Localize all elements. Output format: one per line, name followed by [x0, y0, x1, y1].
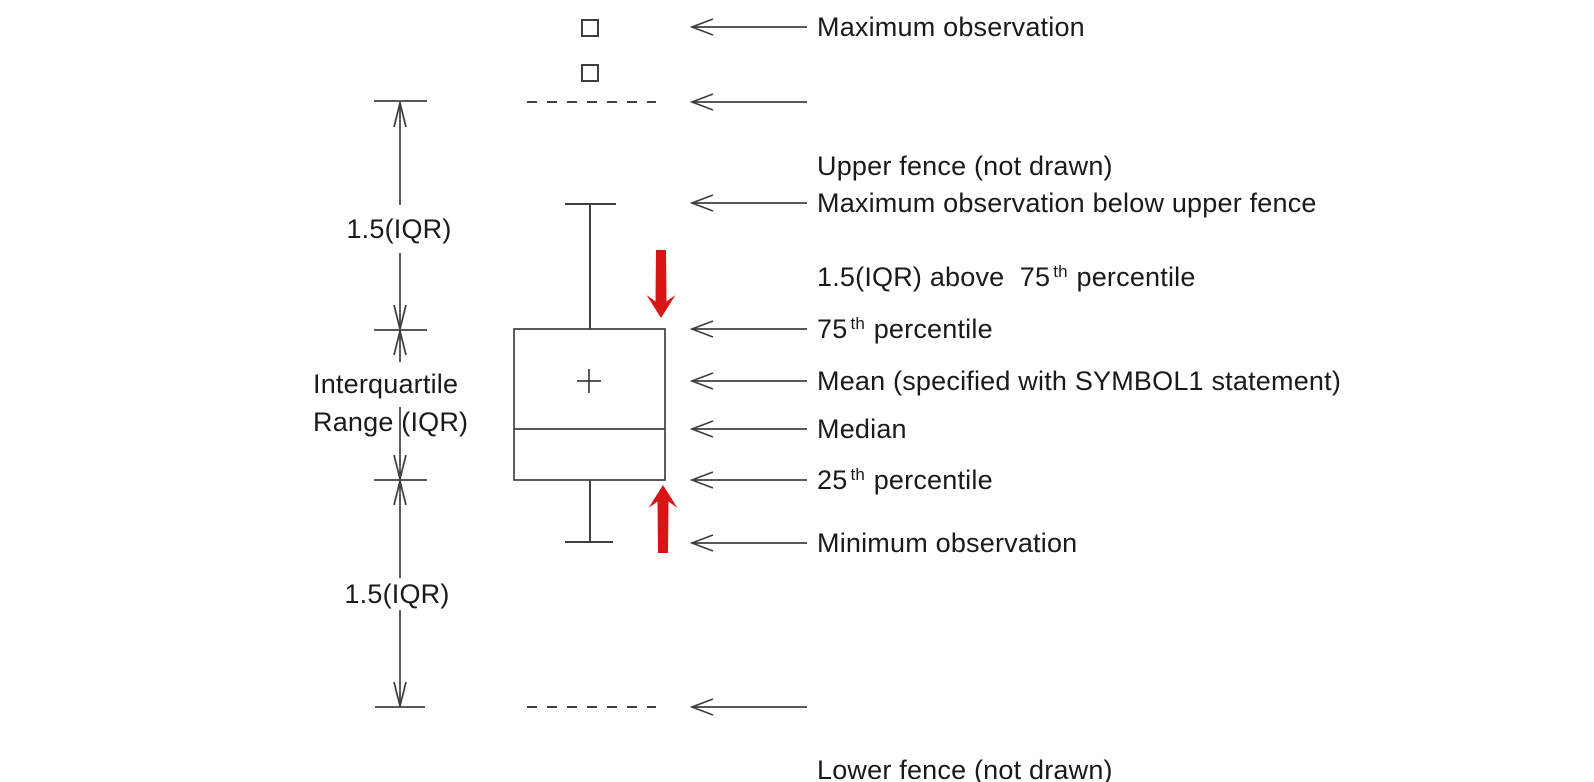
arrowhead-down-icon — [393, 304, 407, 330]
annotation-arrow-median — [689, 420, 807, 438]
outlier-square-icon — [581, 64, 599, 82]
label-max-below-upper-fence: Maximum observation below upper fence — [817, 188, 1317, 218]
label-upper-fence: Upper fence (not drawn) 1.5(IQR) above 7… — [817, 74, 1196, 373]
upper-iqr-span-label: 1.5(IQR) — [346, 214, 452, 244]
superscript-th: th — [1053, 262, 1068, 281]
outlier-square-icon — [581, 19, 599, 37]
label-median: Median — [817, 414, 907, 444]
superscript-th: th — [850, 465, 866, 484]
label-min-observation: Minimum observation — [817, 528, 1078, 558]
label-upper-fence-line1: Upper fence (not drawn) — [817, 151, 1113, 181]
superscript-th: th — [850, 314, 866, 333]
annotation-arrow-lower-fence — [689, 698, 807, 716]
annotation-arrows — [689, 18, 807, 716]
annotation-arrow-upper-fence — [689, 93, 807, 111]
annotation-arrow-min-observation — [689, 534, 807, 552]
arrowhead-up-icon — [393, 102, 407, 128]
lower-iqr-span-label: 1.5(IQR) — [344, 579, 450, 609]
arrowhead-down-icon — [393, 454, 407, 480]
red-arrow-down-icon — [646, 250, 676, 318]
arrowhead-up-icon — [393, 330, 407, 356]
annotation-arrow-max-below-fence — [689, 194, 807, 212]
label-lower-fence: Lower fence (not drawn) 1.5(IQR) below 2… — [817, 678, 1193, 782]
arrowhead-down-icon — [393, 681, 407, 707]
label-mean: Mean (specified with SYMBOL1 statement) — [817, 366, 1342, 396]
annotation-arrow-75th-percentile — [689, 320, 807, 338]
annotation-arrow-25th-percentile — [689, 471, 807, 489]
label-max-observation: Maximum observation — [817, 12, 1085, 42]
box-plot — [513, 19, 666, 708]
arrowhead-up-icon — [393, 480, 407, 506]
left-dimension-bracket — [374, 100, 427, 708]
iqr-box — [513, 328, 666, 481]
red-arrow-up-icon — [648, 485, 678, 553]
annotation-arrow-max-observation — [689, 18, 807, 36]
iqr-label-line1: Interquartile — [313, 369, 459, 399]
label-lower-fence-line1: Lower fence (not drawn) — [817, 755, 1113, 782]
iqr-label-line2: Range (IQR) — [313, 407, 469, 437]
annotation-arrow-mean — [689, 372, 807, 390]
